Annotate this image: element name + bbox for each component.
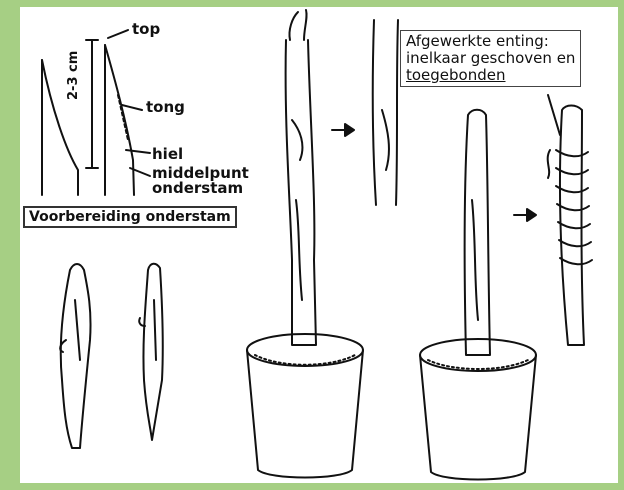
pot-right	[420, 110, 536, 480]
scion-stick-right	[139, 264, 163, 440]
scion-stick-left	[60, 264, 90, 448]
cut-profile-right	[105, 30, 150, 195]
measure-bracket	[86, 40, 98, 168]
note-line-3: toegebonden	[406, 67, 575, 84]
label-onderstam: onderstam	[152, 180, 243, 196]
result-note: Afgewerkte enting: inelkaar geschoven en…	[400, 30, 581, 87]
label-measure: 2-3 cm	[66, 51, 81, 100]
note-line-1: Afgewerkte enting:	[406, 33, 575, 50]
arrow-right-1	[332, 124, 354, 136]
graft-detail	[373, 20, 398, 205]
label-top: top	[132, 20, 160, 38]
arrow-right-2	[514, 209, 536, 221]
pot-left	[247, 10, 363, 478]
label-tong: tong	[146, 98, 185, 116]
label-hiel: hiel	[152, 145, 183, 163]
note-line-2: inelkaar geschoven en	[406, 50, 575, 67]
bound-graft	[548, 95, 592, 345]
section-title: Voorbereiding onderstam	[23, 206, 237, 228]
